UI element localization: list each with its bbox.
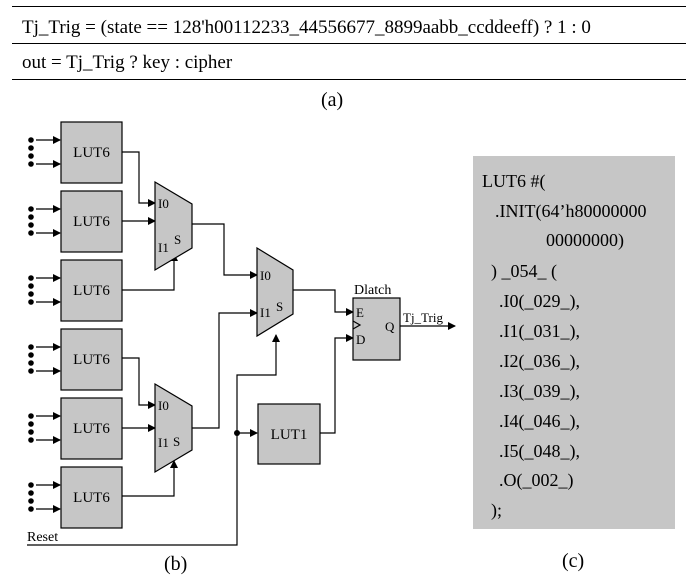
- table-bottom-rule: [12, 79, 686, 80]
- junction-dot: [234, 430, 240, 436]
- lut6-block-4: LUT6: [28, 328, 123, 391]
- lut6-block-1: LUT6: [28, 121, 123, 184]
- code-line: LUT6 #(: [482, 171, 546, 191]
- code-line: 00000000): [546, 230, 624, 250]
- reset-label: Reset: [27, 530, 58, 545]
- mux-mid: I0 I1 S: [256, 246, 294, 338]
- wire-mux-top-to-mux-mid: [192, 223, 258, 279]
- wire-reset-to-lut1: [27, 429, 258, 546]
- mux-bot-i0: I0: [158, 398, 169, 413]
- output-label: Tj_Trig: [403, 310, 443, 325]
- lut6-label-6: LUT6: [73, 490, 110, 506]
- code-line: .INIT(64’h80000000: [495, 201, 647, 221]
- mux-mid-i0: I0: [260, 268, 271, 283]
- lut6-group: LUT6 LUT6 LUT6: [28, 121, 123, 529]
- condition-table: Tj_Trig = (state == 128'h00112233_445566…: [12, 6, 686, 80]
- dlatch-d: D: [356, 332, 365, 347]
- wire-lut6-to-mux-bot-sel: [122, 460, 178, 497]
- caption-a: (a): [321, 89, 344, 111]
- mux-top-i1: I1: [158, 240, 169, 255]
- code-line: .I5(_048_),: [499, 441, 580, 461]
- caption-b: (b): [164, 553, 188, 575]
- lut6-block-2: LUT6: [28, 190, 123, 253]
- input-dots: [28, 344, 34, 374]
- input-dots: [28, 275, 34, 305]
- verilog-code-panel: LUT6 #( .INIT(64’h80000000 00000000) ) _…: [473, 156, 675, 529]
- dlatch-q: Q: [385, 319, 395, 334]
- wire-lut1-to-mux-top: [122, 151, 156, 207]
- dlatch-e: E: [356, 305, 364, 320]
- wires: [27, 151, 456, 546]
- dlatch-title: Dlatch: [354, 283, 391, 298]
- lut6-label-1: LUT6: [73, 145, 110, 161]
- lut6-block-3: LUT6: [28, 259, 123, 322]
- mux-bot-i1: I1: [158, 435, 169, 450]
- code-line: );: [491, 500, 502, 520]
- caption-c: (c): [562, 550, 585, 572]
- wire-mux-mid-to-latch-e: [293, 289, 354, 316]
- lut6-block-6: LUT6: [28, 466, 123, 529]
- wire-lut1-to-latch-d: [320, 334, 354, 434]
- code-line: .I3(_039_),: [499, 381, 580, 401]
- wire-lut4-to-mux-bot: [122, 357, 156, 409]
- mux-top: I0 I1 S: [154, 180, 193, 272]
- lut1-label: LUT1: [271, 427, 308, 443]
- lut6-label-4: LUT6: [73, 352, 110, 368]
- code-line: .I4(_046_),: [499, 411, 580, 431]
- input-dots: [28, 206, 34, 236]
- output-assignment-line: out = Tj_Trig ? key : cipher: [22, 52, 233, 73]
- lut6-block-5: LUT6: [28, 397, 123, 460]
- lut6-label-2: LUT6: [73, 214, 110, 230]
- trigger-condition-line: Tj_Trig = (state == 128'h00112233_445566…: [22, 17, 591, 38]
- wire-lut3-to-mux-top-sel: [122, 253, 178, 291]
- mux-top-s: S: [174, 232, 181, 247]
- input-dots: [28, 137, 34, 167]
- lut6-label-3: LUT6: [73, 283, 110, 299]
- code-line: .O(_002_): [499, 470, 574, 490]
- mux-mid-i1: I1: [260, 305, 271, 320]
- input-dots: [28, 413, 34, 443]
- mux-bot-s: S: [173, 434, 180, 449]
- mux-bot: I0 I1 S: [154, 382, 193, 474]
- code-line: .I2(_036_),: [499, 351, 580, 371]
- table-mid-rule: [12, 43, 686, 44]
- wire-mux-bot-to-mux-mid: [192, 309, 258, 429]
- input-dots: [28, 482, 34, 512]
- code-line: ) _054_ (: [491, 261, 557, 281]
- wire-reset-to-mux-mid-sel: [236, 334, 280, 433]
- dlatch-block: Dlatch E D Q: [352, 283, 401, 361]
- lut6-label-5: LUT6: [73, 421, 110, 437]
- mux-mid-s: S: [276, 299, 283, 314]
- mux-top-i0: I0: [158, 196, 169, 211]
- clock-edge-icon: [352, 320, 362, 330]
- code-line: .I0(_029_),: [499, 291, 580, 311]
- table-top-rule: [12, 6, 686, 7]
- code-line: .I1(_031_),: [499, 321, 580, 341]
- lut1-block: LUT1: [257, 403, 321, 465]
